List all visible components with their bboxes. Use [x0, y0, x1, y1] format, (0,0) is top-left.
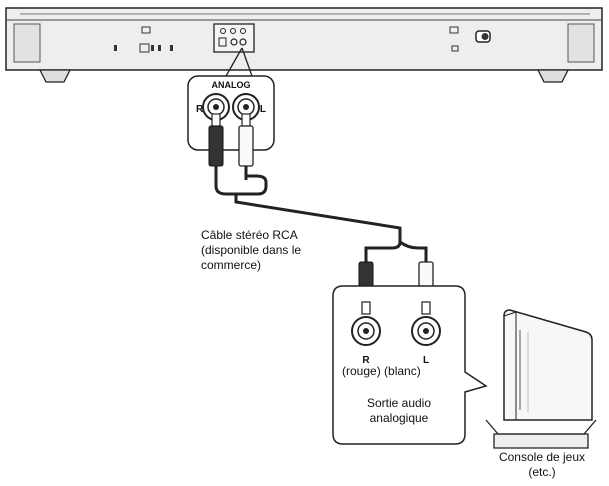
source-jack-left	[411, 316, 441, 346]
left-jack-color-label: (blanc)	[384, 364, 421, 378]
game-console-illustration	[485, 309, 597, 449]
source-jack-colors: (rouge) (blanc)	[342, 364, 421, 379]
source-jack-left-label: L	[423, 355, 429, 366]
cable-label-line-1: Câble stéréo RCA	[201, 228, 298, 242]
source-output-callout: R L	[332, 285, 488, 445]
bar-jack-right	[202, 93, 230, 121]
bar-jack-left	[232, 93, 260, 121]
output-label-line-2: analogique	[369, 411, 429, 425]
output-label: Sortie audio analogique	[343, 396, 455, 426]
output-label-line-1: Sortie audio	[366, 396, 432, 410]
console-label-line-1: Console de jeux	[498, 450, 586, 464]
rca-cable	[208, 113, 434, 315]
source-jack-right	[351, 316, 381, 346]
cable-label-line-3: commerce)	[201, 258, 262, 272]
sound-bar	[5, 7, 603, 83]
bar-jack-right-label: R	[196, 104, 204, 115]
source-jack-right-label: R	[362, 355, 370, 366]
analog-panel-label: ANALOG	[212, 80, 251, 90]
console-label-line-2: (etc.)	[528, 465, 556, 479]
cable-label-line-2: (disponible dans le	[201, 243, 302, 257]
console-label: Console de jeux (etc.)	[486, 450, 598, 480]
cable-label: Câble stéréo RCA (disponible dans le com…	[201, 228, 301, 273]
right-jack-color-label: (rouge)	[342, 364, 381, 378]
bar-jack-left-label: L	[260, 104, 266, 115]
top-plug-white	[238, 113, 254, 180]
top-plug-red	[208, 113, 224, 180]
